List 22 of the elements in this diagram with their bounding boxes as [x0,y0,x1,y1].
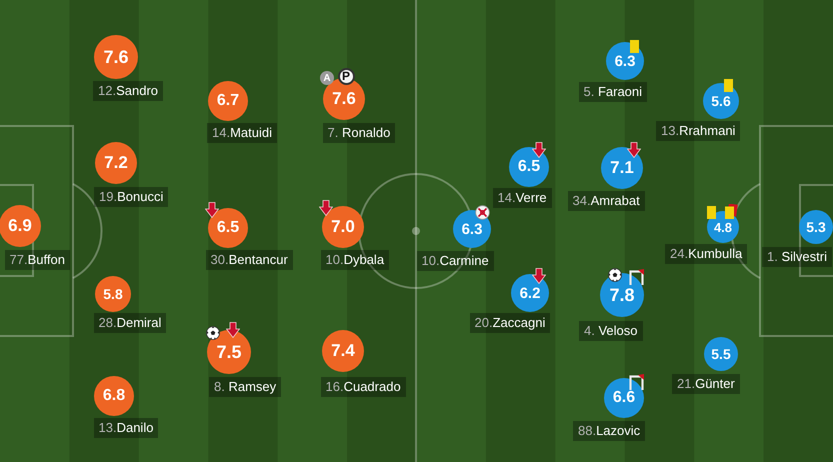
player-name-label: 28.Demiral [94,313,166,333]
player-name-label: 1. Silvestri [762,247,832,267]
player-name-label: 12.Sandro [93,81,163,101]
player-name-label: 7. Ronaldo [322,123,396,143]
player-name-label: 77.Buffon [4,250,70,270]
player-name-label: 14.Matuidi [207,123,277,143]
player-name-label: 16.Cuadrado [320,377,406,397]
player-name-label: 5. Faraoni [578,82,648,102]
player-name-label: 10.Carmine [416,251,494,271]
player-name-label: 34.Amrabat [568,191,645,211]
player-name-label: 14.Verre [492,188,552,208]
player-name-label: 21.Günter [672,374,740,394]
player-name-label: 30.Bentancur [206,250,293,270]
player-name-label: 4. Veloso [579,321,642,341]
player-name-label: 24.Kumbulla [665,244,748,264]
player-name-label: 13.Rrahmani [656,121,740,141]
player-name-label: 10.Dybala [320,250,390,270]
player-name-label: 19.Bonucci [94,187,168,207]
player-name-label: 88.Lazovic [573,421,646,441]
player-name-label: 8. Ramsey [209,377,282,397]
player-name-label: 13.Danilo [94,418,158,438]
player-name-label: 20.Zaccagni [470,313,550,333]
